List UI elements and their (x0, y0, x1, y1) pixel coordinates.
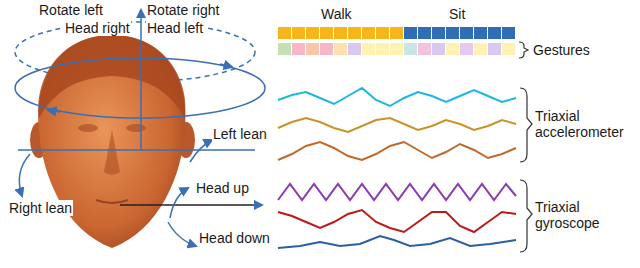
rotate-arrow (48, 110, 60, 112)
signal-line (278, 236, 516, 248)
activity-cell (418, 27, 431, 39)
activity-cell (432, 27, 445, 39)
signal-line (278, 184, 516, 200)
motion-label: Head right (64, 20, 131, 36)
activity-cell (474, 27, 487, 39)
nod-arrow (170, 188, 188, 218)
gesture-cell (418, 43, 431, 55)
activity-label: Walk (320, 6, 353, 22)
gesture-cell (306, 43, 319, 55)
activity-label: Sit (448, 6, 466, 22)
gesture-cell (362, 43, 375, 55)
gesture-cell (502, 43, 515, 55)
activity-cell (502, 27, 515, 39)
activity-cell (446, 27, 459, 39)
bracket-label: Triaxial gyroscope (534, 199, 636, 231)
lean-arrow (190, 140, 212, 162)
gesture-cell (446, 43, 459, 55)
nose (104, 130, 120, 175)
activity-cell (292, 27, 305, 39)
gesture-cell (320, 43, 333, 55)
rotate-ellipse (15, 58, 265, 118)
bracket (520, 180, 532, 252)
activity-cell (320, 27, 333, 39)
rotation-label: Rotate left (38, 2, 104, 18)
hair (38, 35, 185, 118)
nod-arrow (168, 222, 196, 246)
forward-axis (120, 204, 262, 206)
motion-label: Head up (195, 180, 250, 196)
activity-cell (488, 27, 501, 39)
gesture-cell (292, 43, 305, 55)
gesture-cell (376, 43, 389, 55)
horizontal-axis (18, 149, 255, 151)
gesture-cell (474, 43, 487, 55)
motion-label: Head down (198, 230, 271, 246)
signal-line (278, 118, 516, 132)
activity-cell (390, 27, 403, 39)
rotation-label: Rotate right (146, 2, 220, 18)
activity-cell (362, 27, 375, 39)
head-shape (38, 35, 185, 248)
bracket (520, 88, 532, 162)
gesture-cell (460, 43, 473, 55)
gesture-cell (348, 43, 361, 55)
bracket-label: Gestures (532, 42, 591, 58)
gesture-cell (278, 43, 291, 55)
rotate-arrow (220, 64, 232, 67)
activity-cell (460, 27, 473, 39)
activity-cell (348, 27, 361, 39)
vertical-axis (140, 10, 142, 150)
activity-cell (404, 27, 417, 39)
activity-cell (278, 27, 291, 39)
gesture-cell (432, 43, 445, 55)
motion-label: Head left (146, 20, 204, 36)
gesture-cell (390, 43, 403, 55)
signal-line (278, 88, 516, 106)
motion-label: Left lean (212, 126, 268, 142)
gesture-cell (404, 43, 417, 55)
gesture-cell (334, 43, 347, 55)
lean-arrow (19, 154, 30, 196)
activity-cell (306, 27, 319, 39)
bracket (519, 42, 528, 58)
motion-label: Right lean (8, 200, 73, 216)
signal-line (278, 142, 516, 160)
activity-cell (334, 27, 347, 39)
signal-line (278, 210, 516, 232)
gesture-cell (488, 43, 501, 55)
bracket-label: Triaxial accelerometer (534, 108, 636, 140)
mouth (96, 200, 128, 203)
eye (126, 124, 146, 132)
eye (78, 124, 98, 132)
activity-cell (376, 27, 389, 39)
